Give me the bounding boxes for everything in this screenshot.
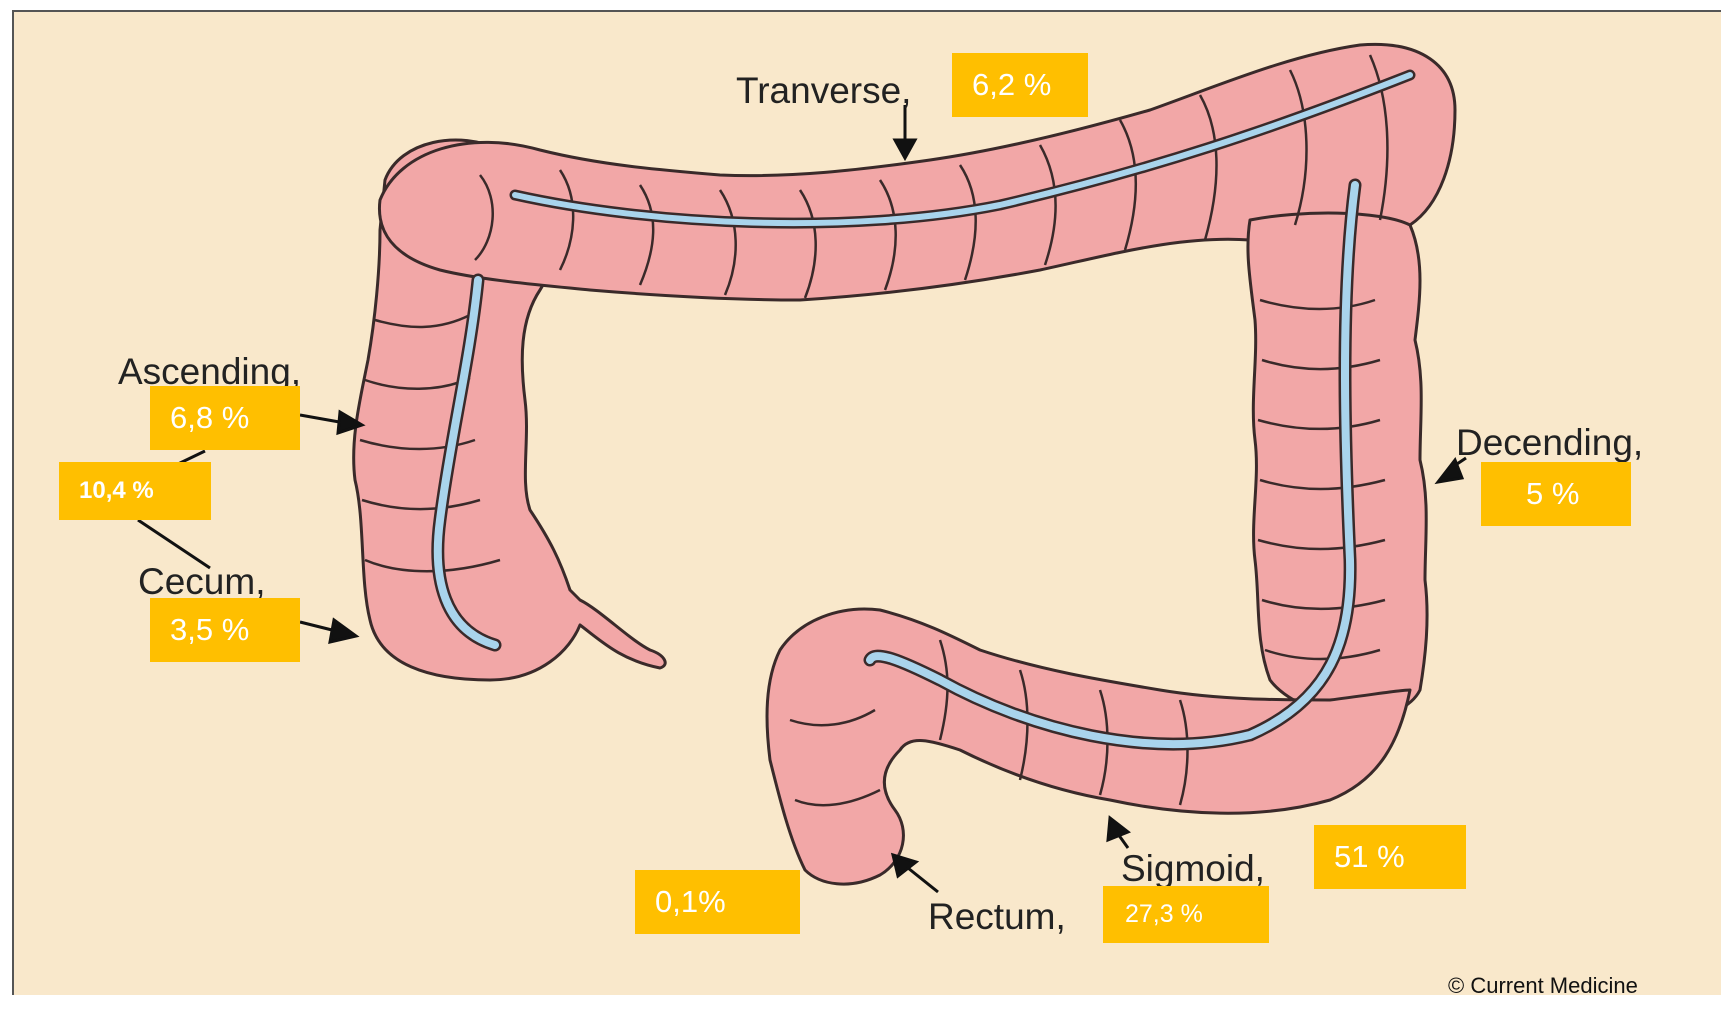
label-sigmoid: Sigmoid, xyxy=(1121,850,1265,887)
badge-descending: 5 % xyxy=(1481,462,1631,526)
label-transverse: Tranverse, xyxy=(736,72,911,109)
arrow-cecum-head xyxy=(330,620,356,642)
copyright-credit: © Current Medicine xyxy=(1448,975,1638,997)
arrow-transverse-head xyxy=(895,140,915,158)
label-rectum: Rectum, xyxy=(928,898,1066,935)
bottom-edge xyxy=(0,995,1721,1015)
badge-rectum-left: 0,1% xyxy=(635,870,800,934)
badge-ascending-cecum-total: 10,4 % xyxy=(59,462,211,520)
badge-transverse: 6,2 % xyxy=(952,53,1088,117)
badge-sigmoid: 51 % xyxy=(1314,825,1466,889)
arrow-rectum xyxy=(908,868,938,892)
label-cecum: Cecum, xyxy=(138,563,265,600)
badge-ascending: 6,8 % xyxy=(150,386,300,450)
colon-body xyxy=(354,44,1455,884)
arrow-sigmoid-head xyxy=(1108,818,1128,840)
badge-rectum: 27,3 % xyxy=(1103,886,1269,943)
label-descending: Decending, xyxy=(1456,424,1643,461)
label-ascending: Ascending, xyxy=(118,353,301,390)
badge-cecum: 3,5 % xyxy=(150,598,300,662)
